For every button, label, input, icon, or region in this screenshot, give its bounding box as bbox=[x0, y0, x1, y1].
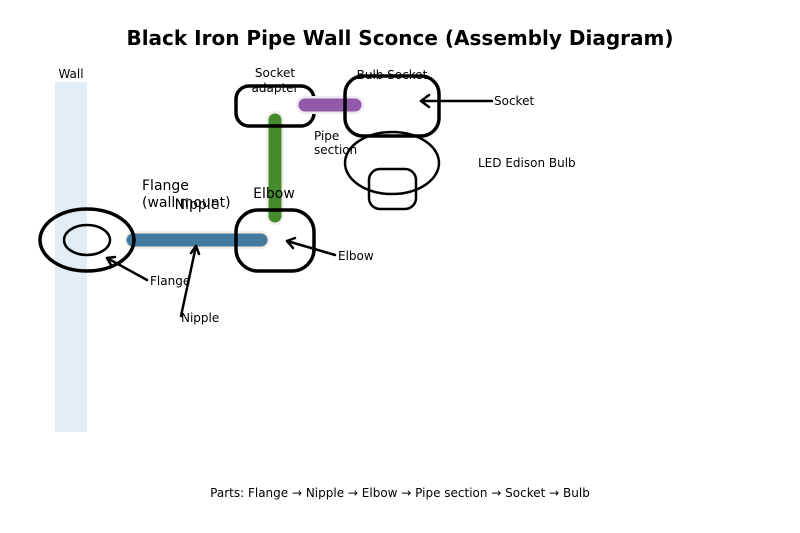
flange-inner bbox=[62, 223, 112, 257]
pipe-section-label-line2: section bbox=[314, 143, 357, 157]
socket-adapter-label-line2: adapter bbox=[252, 81, 299, 95]
pipe-section-label-line1: Pipe bbox=[314, 129, 339, 143]
flange-wall-label-line1: Flange bbox=[142, 178, 189, 194]
diagram-title: Black Iron Pipe Wall Sconce (Assembly Di… bbox=[126, 26, 673, 50]
elbow-fitting bbox=[234, 208, 316, 273]
led-bulb-label: LED Edison Bulb bbox=[478, 156, 576, 170]
bulb-socket-label: Bulb Socket bbox=[357, 68, 428, 82]
led-bulb-base bbox=[367, 167, 418, 211]
led-bulb-globe bbox=[343, 130, 441, 196]
flange-outer bbox=[38, 207, 136, 273]
nipple-callout-label: Nipple bbox=[181, 311, 219, 325]
nipple-arrowhead bbox=[189, 244, 201, 256]
parts-footer: Parts: Flange → Nipple → Elbow → Pipe se… bbox=[210, 486, 590, 500]
elbow-arrowhead bbox=[285, 236, 297, 250]
elbow-callout-arrow bbox=[285, 239, 337, 257]
flange-wall-label-line2: (wall mount) bbox=[142, 195, 231, 211]
nipple-top-label: Nipple bbox=[175, 197, 220, 213]
socket-adapter-label-line1: Socket bbox=[255, 66, 295, 80]
flange-arrowhead bbox=[105, 255, 117, 267]
nipple-callout-arrow bbox=[179, 244, 198, 318]
flange-callout-label: Flange bbox=[150, 274, 190, 288]
wall-panel bbox=[55, 82, 87, 432]
flange-callout-arrow bbox=[105, 256, 149, 282]
socket-arrowhead bbox=[419, 93, 431, 109]
elbow-top-label: Elbow bbox=[253, 186, 295, 202]
bulb-socket bbox=[343, 74, 441, 138]
wall-label: Wall bbox=[58, 67, 83, 81]
elbow-callout-label: Elbow bbox=[338, 249, 374, 263]
socket-callout-label: Socket bbox=[494, 94, 534, 108]
